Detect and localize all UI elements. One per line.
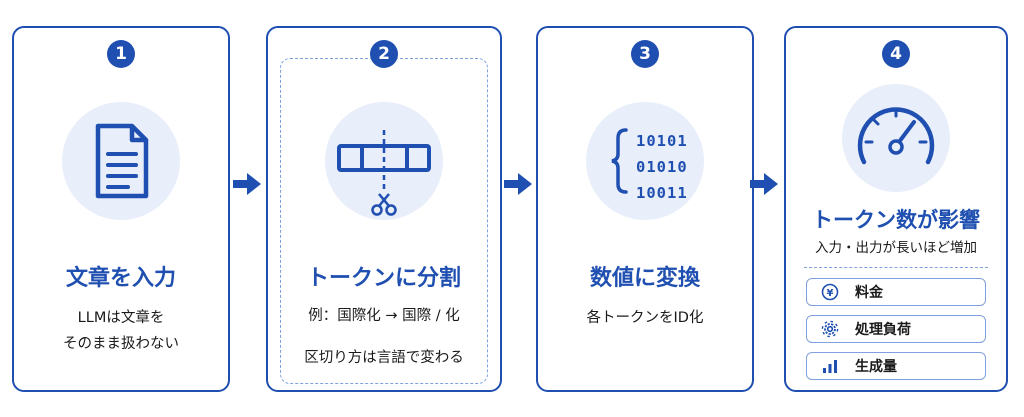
- step-card-1: 1 文章を入力 LLMは文章を そのまま扱わない: [12, 26, 230, 392]
- binary-row: 10011: [636, 184, 688, 202]
- divider: [804, 267, 988, 268]
- step-example: 例：国際化 → 国際 / 化: [308, 308, 460, 324]
- impact-item-cost: ¥ 料金: [806, 278, 986, 306]
- impact-item-output: 生成量: [806, 352, 986, 380]
- bar-chart-icon: [821, 357, 839, 375]
- step-description-line: 区切り方は言語で変わる: [304, 350, 464, 366]
- step-number-badge: 3: [631, 40, 659, 68]
- step-description-line: 各トークンをID化: [586, 310, 704, 326]
- step-number-badge: 1: [107, 40, 135, 68]
- binary-icon: 10101 01010 10011: [586, 102, 704, 220]
- binary-values: 10101 01010 10011: [636, 128, 688, 206]
- yen-icon: ¥: [821, 283, 839, 301]
- step-description-line: そのまま扱わない: [63, 336, 179, 352]
- impact-item-label: 生成量: [855, 359, 897, 375]
- gear-icon: [821, 320, 839, 338]
- document-icon: [62, 102, 180, 220]
- step-number-badge: 2: [370, 40, 398, 68]
- step-description-line: LLMは文章を: [77, 310, 165, 326]
- step-title: 文章を入力: [65, 266, 176, 291]
- step-card-2: 2 トークンに分割 例：国際化 → 国際 / 化 区切り方は言語で変わる: [266, 26, 502, 392]
- step-card-3: 3 10101 01010 10011 数値に変換 各トークンをID化: [536, 26, 754, 392]
- arrow-right-icon: [233, 173, 261, 195]
- impact-item-label: 処理負荷: [855, 322, 911, 338]
- step-title: トークン数が影響: [812, 208, 980, 232]
- arrow-right-icon: [504, 173, 532, 195]
- step-card-4: 4 トークン数が影響 入力・出力が長いほど増加 ¥ 料金 処理負荷 生成量: [784, 26, 1008, 392]
- impact-item-load: 処理負荷: [806, 315, 986, 343]
- gauge-icon: [842, 84, 950, 192]
- svg-text:¥: ¥: [827, 288, 834, 299]
- binary-row: 10101: [636, 132, 688, 150]
- arrow-right-icon: [750, 173, 778, 195]
- token-scissors-icon: [325, 102, 443, 220]
- step-title: トークンに分割: [306, 266, 461, 291]
- step-description-line: 入力・出力が長いほど増加: [815, 240, 977, 256]
- binary-row: 01010: [636, 158, 688, 176]
- step-title: 数値に変換: [589, 266, 700, 291]
- step-number-badge: 4: [882, 40, 910, 68]
- impact-item-label: 料金: [855, 285, 883, 301]
